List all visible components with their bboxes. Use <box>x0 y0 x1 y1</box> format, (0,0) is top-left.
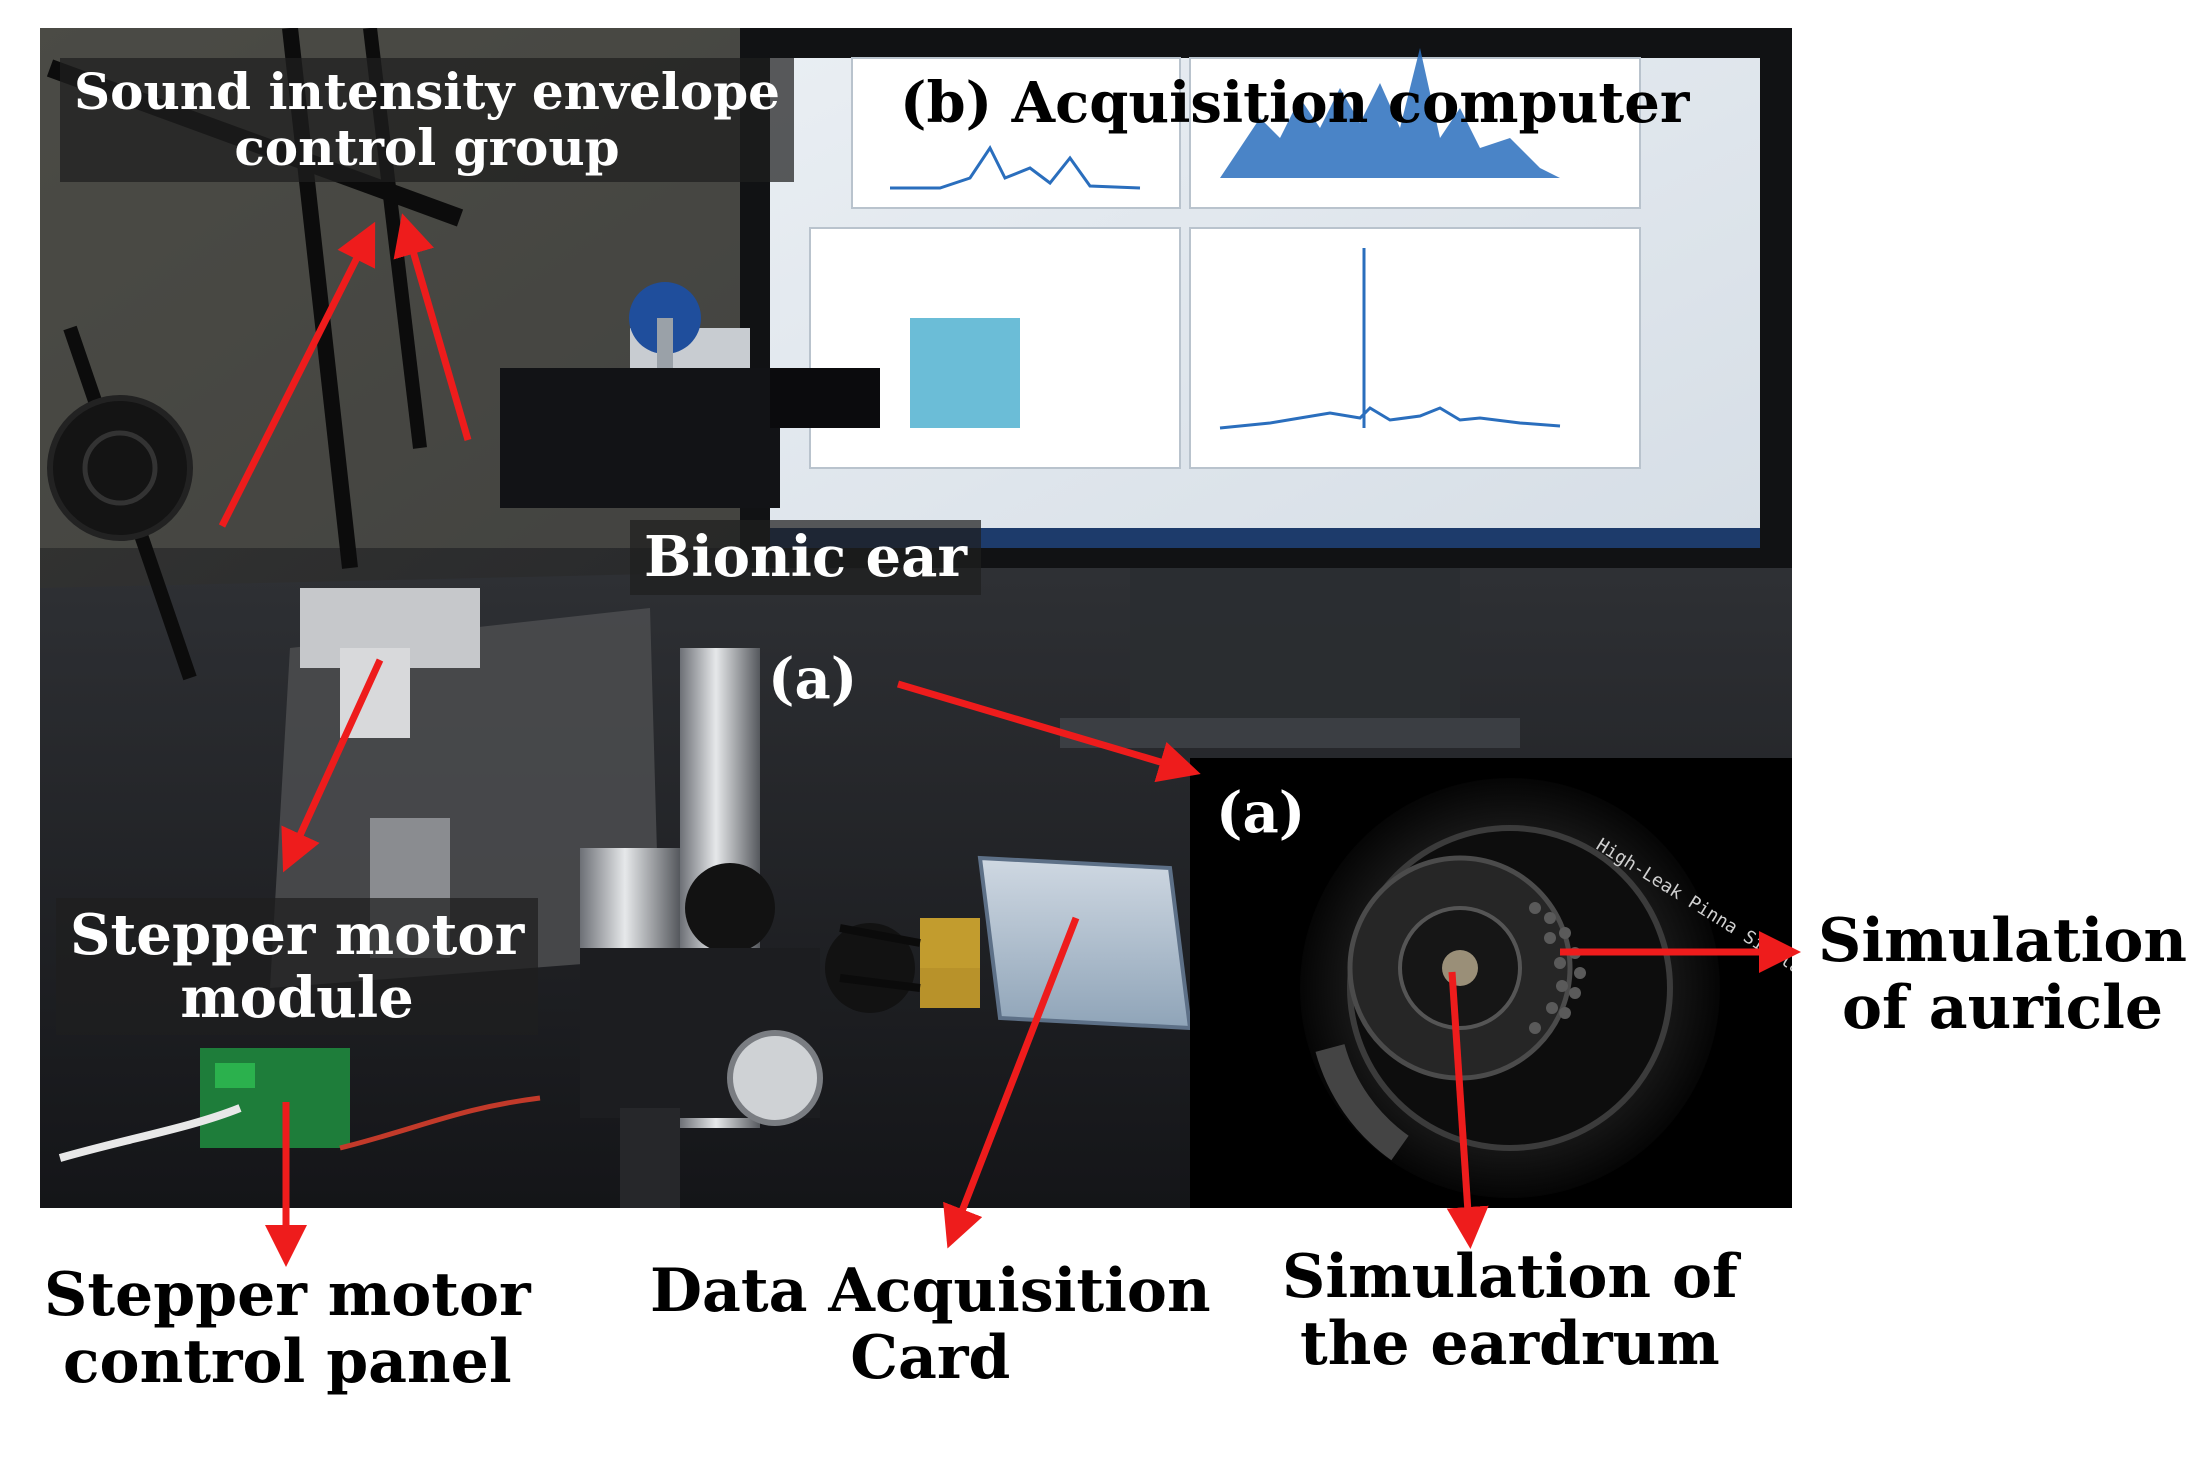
label-line: Sound intensity envelope <box>74 62 780 121</box>
label-line: control group <box>234 118 620 177</box>
label-inset-marker: (a) <box>1216 780 1306 846</box>
label-sound-intensity-envelope-control-group: Sound intensity envelope control group <box>60 58 794 182</box>
label-bionic-ear: Bionic ear <box>630 520 981 595</box>
lab-setup-photo: High-Leak Pinna Simulator for AWA6162 NO… <box>40 28 1792 1208</box>
label-simulation-of-eardrum: Simulation of the eardrum <box>1282 1242 1738 1380</box>
label-stepper-motor-module: Stepper motor module <box>56 898 539 1036</box>
label-line: control panel <box>63 1327 512 1398</box>
label-stepper-motor-control-panel: Stepper motor control panel <box>44 1260 531 1398</box>
label-line: Card <box>850 1323 1011 1394</box>
label-line: Stepper motor <box>70 902 525 968</box>
label-acquisition-computer: (b) Acquisition computer <box>900 70 1690 136</box>
label-line: Stepper motor <box>44 1260 531 1330</box>
label-line: module <box>180 964 414 1031</box>
label-simulation-of-auricle: Simulation of auricle <box>1818 906 2188 1044</box>
label-line: of auricle <box>1841 973 2164 1044</box>
label-line: Simulation <box>1818 906 2188 976</box>
label-bionic-ear-marker: (a) <box>768 646 858 712</box>
label-data-acquisition-card: Data Acquisition Card <box>650 1256 1211 1394</box>
label-line: Data Acquisition <box>650 1256 1211 1326</box>
photo-illustration: High-Leak Pinna Simulator for AWA6162 NO… <box>40 28 1792 1208</box>
label-line: Simulation of <box>1282 1242 1738 1312</box>
label-line: the eardrum <box>1300 1309 1720 1380</box>
